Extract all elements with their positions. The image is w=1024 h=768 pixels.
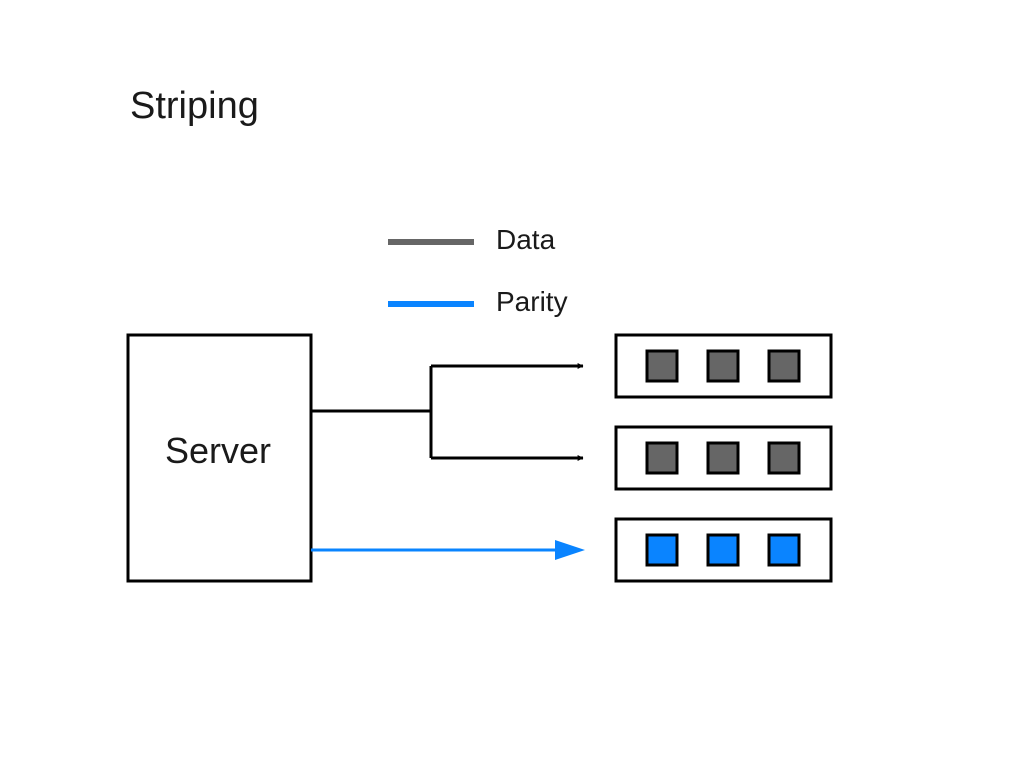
- data-block: [645, 349, 679, 383]
- parity-arrow-head: [555, 540, 585, 560]
- disk-data-2: [614, 425, 833, 491]
- data-block: [706, 349, 740, 383]
- data-block: [767, 441, 801, 475]
- parity-block: [767, 533, 801, 567]
- server-label: Server: [165, 430, 271, 471]
- disk-data-1: [614, 333, 833, 399]
- disk-arrays: [614, 333, 833, 583]
- parity-connector: [311, 540, 585, 560]
- page-title: Striping: [130, 85, 259, 127]
- legend-label-data: Data: [496, 224, 556, 255]
- parity-block: [645, 533, 679, 567]
- data-block: [767, 349, 801, 383]
- parity-block: [706, 533, 740, 567]
- data-connectors: [311, 363, 584, 461]
- data-block: [645, 441, 679, 475]
- legend-label-parity: Parity: [496, 286, 568, 317]
- data-block: [706, 441, 740, 475]
- disk-parity-3: [614, 517, 833, 583]
- server-box: [126, 333, 313, 583]
- legend: Data Parity: [388, 224, 568, 317]
